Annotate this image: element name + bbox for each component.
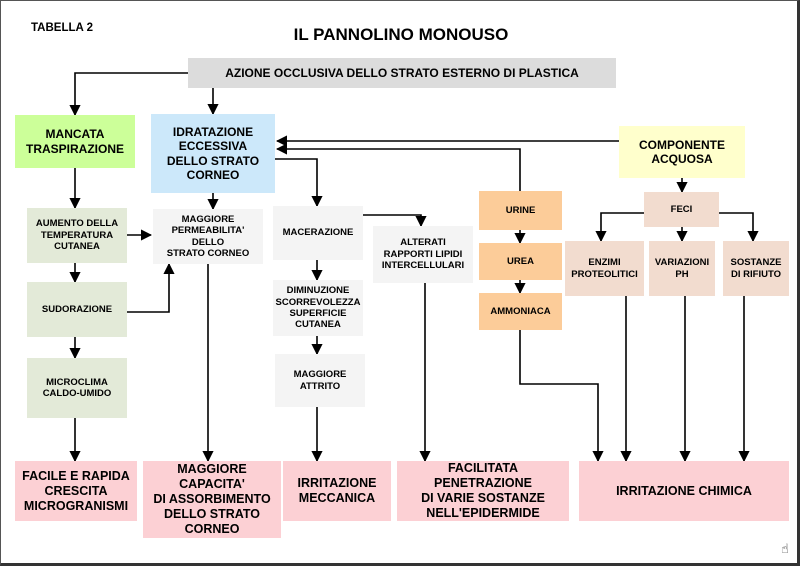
node-maggiore-attrito: MAGGIORE ATTRITO [275, 354, 365, 407]
node-capacita-assorbimento: MAGGIORE CAPACITA' DI ASSORBIMENTO DELLO… [143, 461, 281, 538]
node-variazioni-ph: VARIAZIONI PH [649, 241, 715, 296]
node-aumento-temperatura: AUMENTO DELLA TEMPERATURA CUTANEA [27, 208, 127, 263]
node-feci: FECI [644, 192, 719, 227]
diagram-title: IL PANNOLINO MONOUSO [293, 25, 509, 44]
hand-pointer-icon: ☝ [781, 541, 789, 556]
node-maggiore-permeabilita: MAGGIORE PERMEABILITA' DELLO STRATO CORN… [153, 209, 263, 264]
node-urea: UREA [479, 243, 562, 280]
node-urine: URINE [479, 191, 562, 230]
node-ammoniaca: AMMONIACA [479, 293, 562, 330]
node-sudorazione: SUDORAZIONE [27, 282, 127, 337]
node-microclima: MICROCLIMA CALDO-UMIDO [27, 358, 127, 418]
node-crescita-microgranismi: FACILE E RAPIDA CRESCITA MICROGRANISMI [15, 461, 137, 521]
node-diminuzione-scorrevolezza: DIMINUZIONE SCORREVOLEZZA SUPERFICIE CUT… [273, 280, 363, 336]
node-alterati-rapporti: ALTERATI RAPPORTI LIPIDI INTERCELLULARI [373, 226, 473, 283]
node-enzimi-proteolitici: ENZIMI PROTEOLITICI [565, 241, 644, 296]
node-sostanze-rifiuto: SOSTANZE DI RIFIUTO [723, 241, 789, 296]
table-label: TABELLA 2 [31, 22, 93, 34]
node-componente-acquosa: COMPONENTE ACQUOSA [619, 126, 745, 178]
node-azione-occlusiva: AZIONE OCCLUSIVA DELLO STRATO ESTERNO DI… [188, 58, 616, 88]
node-mancata-traspirazione: MANCATA TRASPIRAZIONE [15, 115, 135, 168]
node-irritazione-meccanica: IRRITAZIONE MECCANICA [283, 461, 391, 521]
node-irritazione-chimica: IRRITAZIONE CHIMICA [579, 461, 789, 521]
node-facilitata-penetrazione: FACILITATA PENETRAZIONE DI VARIE SOSTANZ… [397, 461, 569, 521]
node-idratazione-eccessiva: IDRATAZIONE ECCESSIVA DELLO STRATO CORNE… [151, 114, 275, 193]
node-macerazione: MACERAZIONE [273, 206, 363, 260]
